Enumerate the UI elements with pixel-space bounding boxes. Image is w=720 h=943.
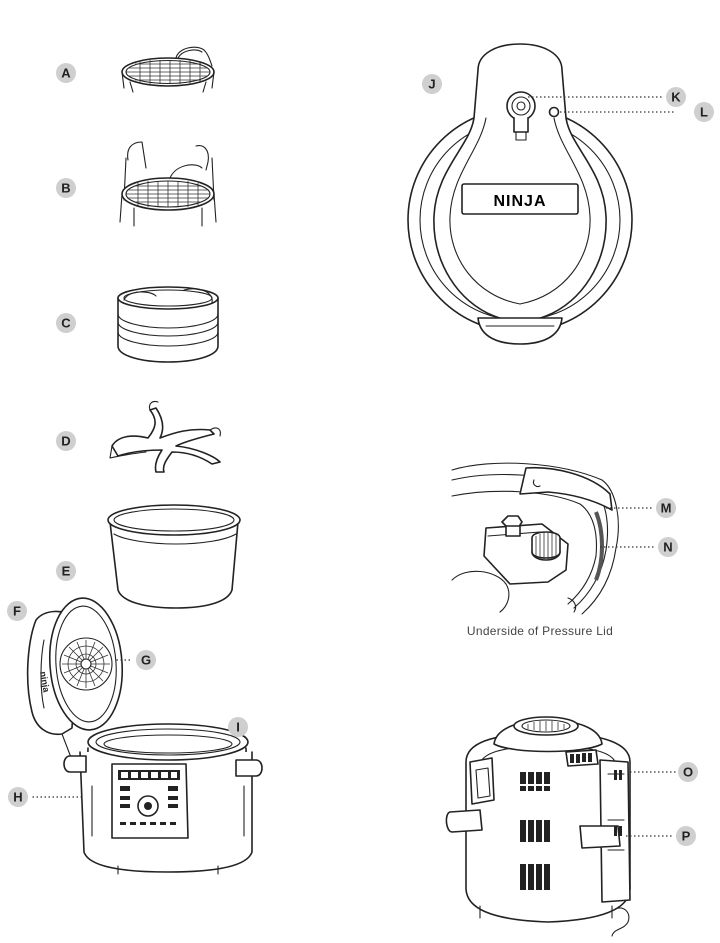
svg-text:H: H: [13, 790, 22, 805]
svg-text:P: P: [682, 829, 691, 844]
part-reversible-rack: [121, 46, 215, 93]
pressure-lid-underside-caption: Underside of Pressure Lid: [466, 624, 614, 638]
callout-l: L: [694, 102, 714, 122]
svg-text:E: E: [62, 564, 71, 579]
callout-d: D: [56, 431, 76, 451]
callout-m: M: [656, 498, 676, 518]
part-cook-crisp-basket: [117, 286, 219, 363]
part-pressure-lid-underside: [451, 462, 619, 615]
svg-text:G: G: [141, 653, 151, 668]
crisping-lid-brand-text: ninja: [38, 671, 52, 694]
svg-text:C: C: [61, 316, 71, 331]
callout-o: O: [678, 762, 698, 782]
part-pressure-lid: NINJA: [407, 43, 633, 345]
pressure-release-valve-icon: [506, 91, 536, 121]
callout-p: P: [676, 826, 696, 846]
callout-c: C: [56, 313, 76, 333]
svg-text:K: K: [671, 90, 681, 105]
callout-g: G: [136, 650, 156, 670]
svg-text:N: N: [663, 540, 672, 555]
callout-f: F: [7, 601, 27, 621]
svg-text:O: O: [683, 765, 693, 780]
svg-text:M: M: [661, 501, 672, 516]
callout-n: N: [658, 537, 678, 557]
callout-h: H: [8, 787, 28, 807]
svg-text:I: I: [236, 720, 240, 735]
callout-k: K: [666, 87, 686, 107]
crisping-lid-fan-icon: [62, 640, 110, 688]
callout-j: J: [422, 74, 442, 94]
part-diffuser: [109, 400, 221, 473]
callout-e: E: [56, 561, 76, 581]
callout-b: B: [56, 178, 76, 198]
callout-a: A: [56, 63, 76, 83]
callout-i: I: [228, 717, 248, 737]
svg-text:J: J: [428, 77, 435, 92]
svg-text:F: F: [13, 604, 21, 619]
part-wire-basket-rack: [119, 141, 217, 227]
svg-text:D: D: [61, 434, 70, 449]
leader-lines: [30, 96, 676, 837]
float-valve-icon: [548, 106, 560, 118]
svg-text:A: A: [61, 66, 71, 81]
pressure-lid-brand-text: NINJA: [493, 193, 546, 210]
part-cooker-base-with-crisping-lid: ninja: [26, 597, 263, 875]
svg-text:L: L: [700, 105, 708, 120]
svg-text:B: B: [61, 181, 70, 196]
part-cooker-rear-view: [445, 716, 631, 937]
part-cooking-pot: [107, 504, 241, 609]
